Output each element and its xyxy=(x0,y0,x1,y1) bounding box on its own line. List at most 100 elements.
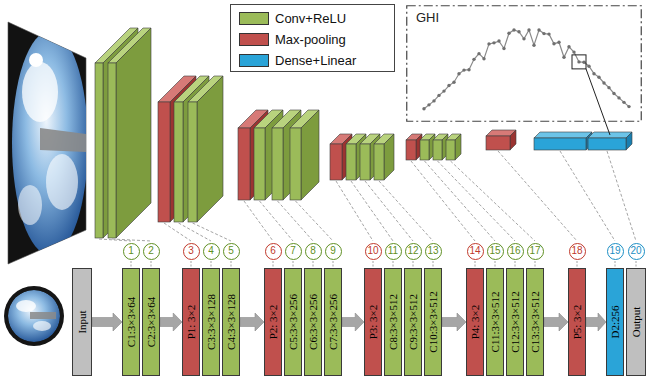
leader-line xyxy=(112,239,151,241)
chart-box: GHI xyxy=(406,5,642,122)
block-front xyxy=(406,140,416,160)
block-front xyxy=(534,138,586,150)
layer-block xyxy=(188,76,223,222)
callout-number: 6 xyxy=(265,243,282,260)
ghi-point xyxy=(457,72,460,75)
callout-number: 8 xyxy=(305,243,322,260)
bar-label: P5: 3×2 xyxy=(571,305,583,340)
block-front xyxy=(486,136,510,150)
sun xyxy=(29,53,43,67)
ghi-point xyxy=(487,42,490,45)
sky-dome xyxy=(12,31,88,255)
leader-line xyxy=(560,151,615,241)
block-front xyxy=(588,138,626,150)
bar-label: P1: 3×2 xyxy=(185,305,197,340)
layer-bar: C10:3×3×512 xyxy=(424,268,442,376)
block-front xyxy=(374,144,384,180)
ghi-point xyxy=(582,61,585,64)
block-front xyxy=(360,144,370,180)
leader-line xyxy=(151,261,152,267)
cloud xyxy=(18,185,42,225)
leader-line xyxy=(535,261,536,267)
legend-swatch xyxy=(239,12,269,25)
ghi-point xyxy=(497,39,500,42)
dash-dot-rect xyxy=(407,6,642,122)
ghi-point xyxy=(577,60,580,63)
ghi-point xyxy=(472,58,475,61)
bar-label: C12:3×3×512 xyxy=(509,291,521,352)
ghi-point xyxy=(617,96,620,99)
bar-label: P3: 3×2 xyxy=(367,305,379,340)
leader-line xyxy=(475,261,476,267)
bar-label: C13:3×3×512 xyxy=(529,291,541,352)
bar-label: C10:3×3×512 xyxy=(427,291,439,352)
leader-line xyxy=(333,261,334,267)
bar-label: Input xyxy=(76,310,88,333)
ghi-point xyxy=(522,37,525,40)
callout-number: 9 xyxy=(325,243,342,260)
leader-line xyxy=(411,161,475,241)
ghi-point xyxy=(572,50,575,53)
ghi-point xyxy=(467,68,470,71)
io-box: Input xyxy=(72,268,92,376)
callout-number: 15 xyxy=(487,243,504,260)
callout-number: 11 xyxy=(385,243,402,260)
bar-label: C7:3×3×256 xyxy=(327,294,339,350)
leader-line xyxy=(577,261,578,267)
block-side xyxy=(197,76,223,222)
block-front xyxy=(290,128,301,200)
leader-line xyxy=(451,161,536,241)
ghi-point xyxy=(447,84,450,87)
ghi-point xyxy=(482,57,485,60)
callout-number: 20 xyxy=(628,243,645,260)
ghi-point xyxy=(542,32,545,35)
layer-bar: C8:3×3×512 xyxy=(384,268,402,376)
block-side xyxy=(626,132,632,150)
ghi-point xyxy=(532,44,535,47)
leader-line xyxy=(438,161,516,241)
ghi-point xyxy=(507,32,510,35)
legend-box: Conv+ReLUMax-poolingDense+Linear xyxy=(230,4,395,72)
layer-bar: C2:3×3×64 xyxy=(142,268,160,376)
layer-bar: D2:256 xyxy=(606,268,624,376)
layer-bar: C6:3×3×256 xyxy=(304,268,322,376)
leader-line xyxy=(379,181,433,241)
layer-block xyxy=(534,132,592,150)
leader-line xyxy=(607,151,636,241)
block-front xyxy=(188,102,197,222)
block-front xyxy=(433,140,442,160)
layer-block xyxy=(290,110,319,200)
leader-line xyxy=(164,223,191,241)
ghi-point xyxy=(602,81,605,84)
leader-line xyxy=(495,261,496,267)
leader-line xyxy=(336,181,373,241)
ghi-point xyxy=(557,41,560,44)
block-side xyxy=(301,110,319,200)
leader-line xyxy=(615,261,616,267)
leader-line xyxy=(296,201,334,241)
ghi-point xyxy=(442,89,445,92)
ghi-point xyxy=(512,28,515,31)
callout-number: 10 xyxy=(365,243,382,260)
cloud xyxy=(22,62,58,122)
leader-line xyxy=(393,261,394,267)
flow-arrow xyxy=(586,313,606,331)
cloud xyxy=(33,321,51,331)
legend-label: Dense+Linear xyxy=(275,52,356,69)
layer-block xyxy=(486,130,516,150)
highlight-square xyxy=(572,55,586,69)
layer-bar: P5: 3×2 xyxy=(568,268,586,376)
layer-bar: P1: 3×2 xyxy=(182,268,200,376)
bar-label: P2: 3×2 xyxy=(267,305,279,340)
callout-number: 3 xyxy=(183,243,200,260)
chart-title: GHI xyxy=(415,10,440,25)
bar-label: D2:256 xyxy=(609,306,621,339)
block-front xyxy=(446,140,455,160)
layer-block xyxy=(406,134,422,160)
block-front xyxy=(158,102,170,222)
ghi-point xyxy=(567,45,570,48)
leader-line xyxy=(636,261,637,267)
legend-swatch xyxy=(239,54,269,67)
leader-line xyxy=(425,161,496,241)
